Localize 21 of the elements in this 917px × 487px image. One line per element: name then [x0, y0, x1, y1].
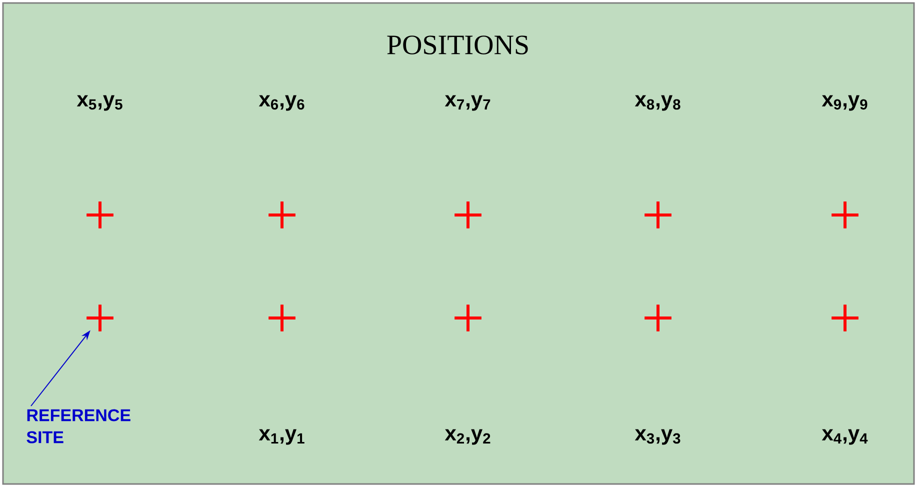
cross-mark: [267, 200, 297, 230]
position-label: x$_{8}$,y$_{8}$: [634, 95, 680, 111]
position-label: x$_{6}$,y$_{6}$: [258, 95, 304, 111]
position-label: x$_{2}$,y$_{2}$: [444, 429, 490, 445]
cross-mark: [267, 303, 297, 333]
cross-mark: [85, 303, 115, 333]
cross-mark: [453, 303, 483, 333]
position-label: x$_{1}$,y$_{1}$: [258, 429, 304, 445]
position-label: x$_{5}$,y$_{5}$: [76, 95, 122, 111]
position-label: x$_{7}$,y$_{7}$: [444, 95, 490, 111]
cross-mark: [643, 303, 673, 333]
title: POSITIONS: [387, 36, 528, 54]
cross-mark: [453, 200, 483, 230]
cross-mark: [643, 200, 673, 230]
position-label: x$_{4}$,y$_{4}$: [822, 429, 868, 445]
position-label: x$_{9}$,y$_{9}$: [822, 95, 868, 111]
reference-label: REFERENCE SITE: [26, 409, 130, 444]
cross-mark: [85, 200, 115, 230]
position-label: x$_{3}$,y$_{3}$: [634, 429, 680, 445]
cross-mark: [830, 303, 860, 333]
cross-mark: [830, 200, 860, 230]
